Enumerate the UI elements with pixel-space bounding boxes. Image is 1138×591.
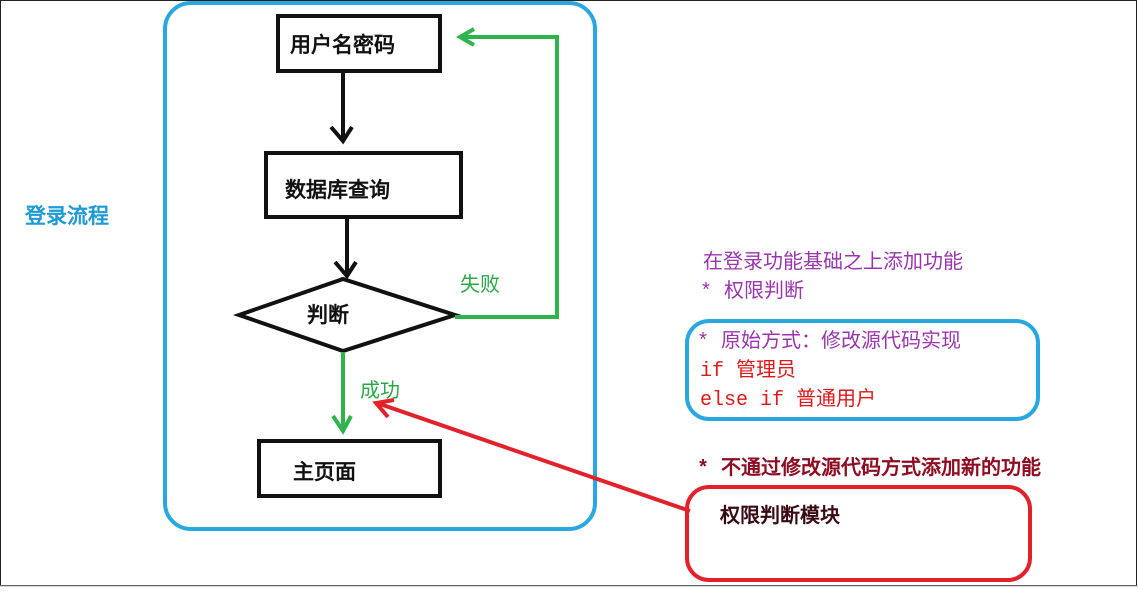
username-password-box [276,14,442,73]
success-label: 成功 [360,378,400,402]
fail-label: 失败 [460,272,500,296]
permission-module-frame [685,485,1032,582]
alternative-approach-text: * 不通过修改源代码方式添加新的功能 [697,455,1041,481]
notes-permission-item: * 权限判断 [700,279,804,304]
home-page-box [257,439,442,498]
original-approach-frame [685,319,1040,421]
code-line-if: if 管理员 [700,358,796,383]
database-query-box [264,151,463,219]
username-password-label: 用户名密码 [290,33,395,57]
arrow-step2-to-decision [333,218,358,280]
code-line-else-if: else if 普通用户 [700,387,876,412]
original-approach-title: * 原始方式：修改源代码实现 [697,329,961,354]
permission-module-label: 权限判断模块 [719,503,841,527]
database-query-label: 数据库查询 [285,178,390,202]
module-insert-arrow [372,398,691,513]
flow-title: 登录流程 [24,204,109,228]
success-arrow [331,352,353,435]
arrow-step1-to-step2 [329,72,354,145]
login-flow-frame [163,1,597,531]
fail-arrow [455,27,559,319]
notes-heading: 在登录功能基础之上添加功能 [703,250,963,275]
home-page-label: 主页面 [293,460,356,484]
decision-label: 判断 [307,303,349,327]
